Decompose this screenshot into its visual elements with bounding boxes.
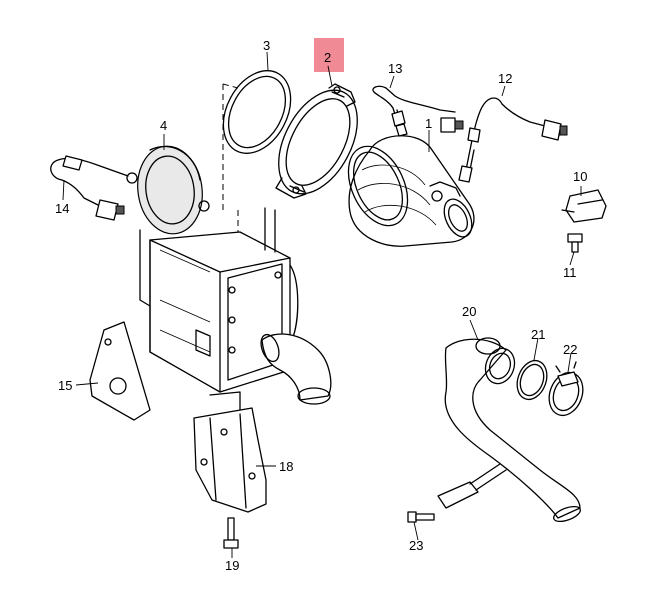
callout-12[interactable]: 12 (498, 71, 512, 86)
part-1-catalytic-converter[interactable] (337, 135, 478, 247)
part-18-support-bracket[interactable] (193, 391, 267, 513)
part-19-bolt[interactable] (223, 517, 239, 549)
part-13-oxygen-sensor[interactable] (372, 85, 464, 137)
callout-2-highlight (314, 38, 344, 72)
part-11-bolt[interactable] (567, 233, 583, 253)
part-22-pipe-clamp[interactable] (543, 361, 588, 420)
callout-11[interactable]: 11 (563, 265, 577, 280)
callout-23[interactable]: 23 (409, 538, 423, 553)
callout-14[interactable]: 14 (55, 201, 69, 216)
callout-20[interactable]: 20 (462, 304, 476, 319)
callout-22[interactable]: 22 (563, 342, 577, 357)
callout-19[interactable]: 19 (225, 558, 239, 573)
part-21-sealing-ring[interactable] (512, 356, 552, 403)
tailpipe-flange (484, 347, 516, 385)
part-10-pressure-sensor[interactable] (561, 189, 607, 223)
callout-2[interactable]: 2 (324, 50, 331, 65)
part-15-mounting-bracket[interactable] (89, 321, 151, 421)
filter-housing[interactable] (139, 207, 299, 393)
part-14-temperature-sensor[interactable] (50, 155, 129, 221)
part-12-exhaust-sensor[interactable] (458, 97, 568, 183)
part-2-clamp-ring[interactable] (263, 77, 374, 207)
callout-18[interactable]: 18 (279, 459, 293, 474)
part-20-tailpipe[interactable] (437, 337, 582, 524)
part-3-gasket-ring[interactable] (210, 59, 304, 165)
part-4-front-flange-section[interactable] (126, 142, 210, 238)
part-23-bolt[interactable] (407, 511, 435, 523)
callout-3[interactable]: 3 (263, 38, 270, 53)
callout-15[interactable]: 15 (58, 378, 72, 393)
callout-21[interactable]: 21 (531, 327, 545, 342)
callout-4[interactable]: 4 (160, 118, 167, 133)
callout-1[interactable]: 1 (425, 116, 432, 131)
callout-13[interactable]: 13 (388, 61, 402, 76)
callout-10[interactable]: 10 (573, 169, 587, 184)
outlet-elbow-pipe[interactable] (258, 332, 332, 405)
